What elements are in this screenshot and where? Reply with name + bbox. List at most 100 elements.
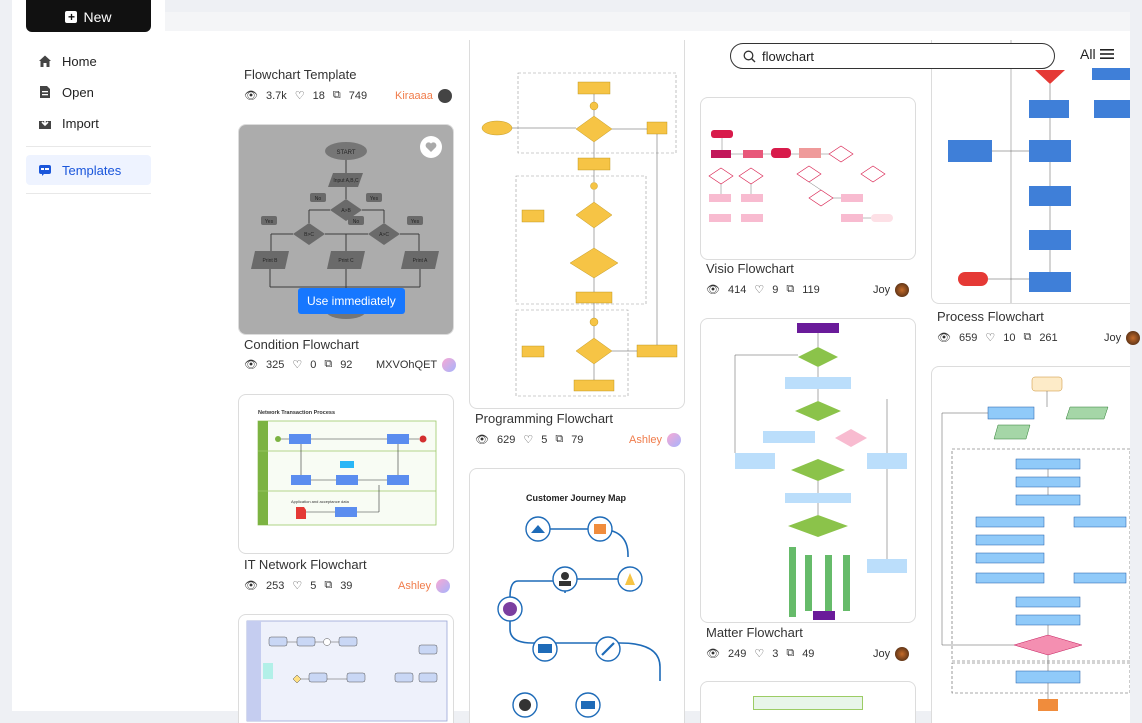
fc-no: No [353, 219, 360, 225]
customer-journey-preview: Customer Journey Map [497, 493, 661, 718]
views-count: 3.7k [265, 89, 287, 102]
sidebar-item-label: Import [62, 115, 99, 131]
bpmn-preview [246, 620, 448, 722]
card-author[interactable]: Joy [873, 647, 910, 661]
heart-icon: ♡ [985, 332, 996, 344]
sidebar-item-templates[interactable]: Templates [26, 155, 151, 185]
likes-count: 18 [312, 89, 325, 102]
condition-flowchart-preview: START Input A,B,C A>B No Yes B>C A>C Yes… [251, 142, 439, 319]
sidebar-nav: Home Open Import Templates [26, 46, 151, 202]
author-name: MXVOhQET [376, 359, 438, 371]
card-title[interactable]: Condition Flowchart [244, 337, 359, 352]
likes-count: 9 [772, 283, 779, 296]
template-thumbnail-customer-journey[interactable]: Customer Journey Map [469, 468, 685, 723]
card-title[interactable]: Programming Flowchart [475, 411, 613, 426]
it-network-preview: Network Transaction Process Application … [257, 410, 437, 526]
card-stats: 👁3.7k ♡18 ⧉749 [244, 89, 367, 102]
card-title[interactable]: Process Flowchart [937, 309, 1044, 324]
card-author[interactable]: MXVOhQET [376, 358, 457, 372]
heart-icon: ♡ [294, 90, 305, 102]
sidebar-divider [26, 193, 151, 194]
card-author[interactable]: Ashley [398, 579, 451, 593]
copy-icon: ⧉ [324, 358, 333, 370]
heart-icon: ♡ [523, 434, 534, 446]
template-thumbnail-condition[interactable]: START Input A,B,C A>B No Yes B>C A>C Yes… [238, 124, 454, 335]
template-thumbnail-visio[interactable] [700, 97, 916, 260]
author-name: Ashley [398, 580, 432, 592]
templates-icon [39, 165, 51, 176]
import-icon [39, 117, 51, 129]
fc-yes: Yes [370, 196, 379, 202]
author-name: Kiraaaa [395, 90, 433, 102]
search-icon [743, 50, 756, 62]
template-thumbnail-proposed-method[interactable] [931, 366, 1130, 723]
new-button[interactable]: + New [26, 0, 151, 32]
filter-all-button[interactable]: All [1080, 46, 1114, 62]
card-stats: 👁253 ♡5 ⧉39 [244, 579, 352, 592]
heart-icon [425, 141, 437, 152]
avatar [442, 358, 457, 372]
copy-icon: ⧉ [324, 579, 333, 591]
sidebar-item-open[interactable]: Open [26, 77, 151, 107]
views-count: 629 [496, 433, 516, 446]
card-author[interactable]: Joy [873, 283, 910, 297]
copies-count: 39 [340, 579, 353, 592]
sidebar-item-import[interactable]: Import [26, 108, 151, 138]
template-thumbnail-it-network[interactable]: Network Transaction Process Application … [238, 394, 454, 554]
file-icon [40, 86, 50, 98]
fc-print-a: Print A [413, 258, 428, 264]
search-input[interactable] [762, 48, 1032, 64]
favorite-button[interactable] [420, 136, 442, 158]
sidebar-item-label: Templates [62, 162, 122, 178]
use-immediately-button[interactable]: Use immediately [298, 288, 405, 314]
card-title[interactable]: IT Network Flowchart [244, 557, 367, 572]
avatar [895, 647, 910, 661]
copies-count: 79 [571, 433, 584, 446]
card-author[interactable]: Ashley [629, 433, 682, 447]
likes-count: 5 [310, 579, 317, 592]
menu-icon [1099, 49, 1114, 59]
fc-yes: Yes [411, 219, 420, 225]
views-count: 414 [727, 283, 747, 296]
sidebar-item-home[interactable]: Home [26, 46, 151, 76]
template-thumbnail-partial[interactable] [700, 681, 916, 723]
likes-count: 3 [772, 647, 779, 660]
programming-flowchart-preview [481, 72, 678, 397]
card-title[interactable]: Visio Flowchart [706, 261, 794, 276]
eye-icon: 👁 [244, 90, 258, 102]
fc-start: START [336, 150, 355, 156]
avatar [667, 433, 682, 447]
author-name: Joy [873, 284, 891, 296]
fc-no: No [315, 196, 322, 202]
card-title[interactable]: Matter Flowchart [706, 625, 803, 640]
thumb-banner [753, 696, 863, 710]
avatar [437, 89, 452, 103]
eye-icon: 👁 [706, 284, 720, 296]
plus-icon: + [65, 11, 78, 23]
author-name: Joy [1104, 332, 1122, 344]
card-author[interactable]: Joy [1104, 331, 1141, 345]
card-author[interactable]: Kiraaaa [395, 89, 452, 103]
template-thumbnail-process[interactable] [931, 40, 1130, 304]
template-thumbnail-bpmn[interactable] [238, 614, 454, 723]
template-thumbnail-programming[interactable] [469, 40, 685, 409]
likes-count: 10 [1003, 331, 1016, 344]
filter-label: All [1080, 46, 1096, 62]
card-title[interactable]: Flowchart Template [244, 67, 357, 82]
copies-count: 749 [348, 89, 368, 102]
heart-icon: ♡ [292, 359, 303, 371]
sidebar-divider [26, 146, 151, 147]
copies-count: 92 [340, 358, 353, 371]
fc-avb: A>B [341, 208, 351, 214]
views-count: 659 [958, 331, 978, 344]
heart-icon: ♡ [754, 284, 765, 296]
heart-icon: ♡ [292, 580, 303, 592]
sidebar-item-label: Open [62, 84, 94, 100]
heart-icon: ♡ [754, 648, 765, 660]
fc-print-c: Print C [338, 258, 354, 264]
template-thumbnail-matter[interactable] [700, 318, 916, 623]
search-box[interactable] [730, 43, 1055, 69]
avatar [1126, 331, 1141, 345]
card-stats: 👁629 ♡5 ⧉79 [475, 433, 583, 446]
avatar [895, 283, 910, 297]
